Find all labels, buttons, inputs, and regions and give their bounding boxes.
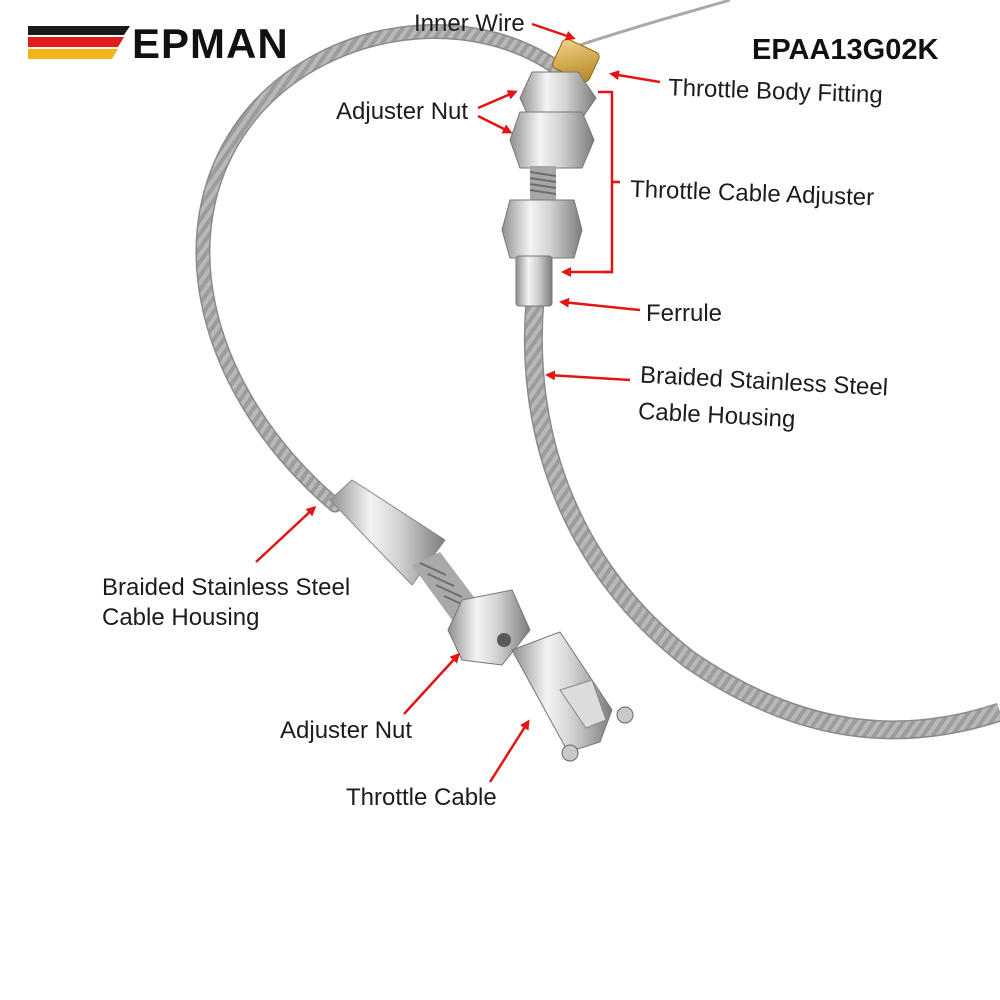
- label-inner-wire: Inner Wire: [414, 10, 525, 37]
- logo-stripes: [28, 26, 130, 59]
- label-throttle-cable: Throttle Cable: [346, 784, 497, 811]
- arrow-adjuster-nut-top-b: [477, 114, 513, 134]
- label-housing-left-line1: Braided Stainless Steel: [102, 574, 351, 601]
- arrow-housing-right: [545, 370, 631, 382]
- label-ferrule: Ferrule: [646, 300, 723, 327]
- label-adjuster-nut-bottom: Adjuster Nut: [280, 717, 413, 744]
- arrow-adjuster-nut-bottom: [403, 652, 461, 715]
- inner-wire: [579, 0, 731, 47]
- arrow-ferrule: [559, 297, 641, 312]
- arrow-adjuster-nut-top-a: [477, 90, 518, 110]
- label-housing-left-line2: Cable Housing: [102, 604, 260, 631]
- arrow-throttle-cable: [488, 719, 530, 783]
- bottom-assembly: [329, 479, 634, 762]
- callout-arrows: [255, 22, 661, 783]
- bracket-throttle-cable-adjuster: [598, 90, 614, 274]
- product-code: EPAA13G02K: [752, 34, 939, 66]
- label-adjuster-nut-top: Adjuster Nut: [336, 98, 469, 125]
- brand-logo-text: EPMAN: [132, 20, 289, 67]
- arrow-inner-wire: [531, 22, 576, 41]
- throttle-cable-adjuster: [501, 71, 597, 307]
- braided-housing: [195, 24, 1000, 740]
- arrow-throttle-body-fitting: [609, 70, 661, 84]
- arrow-housing-left: [255, 505, 317, 563]
